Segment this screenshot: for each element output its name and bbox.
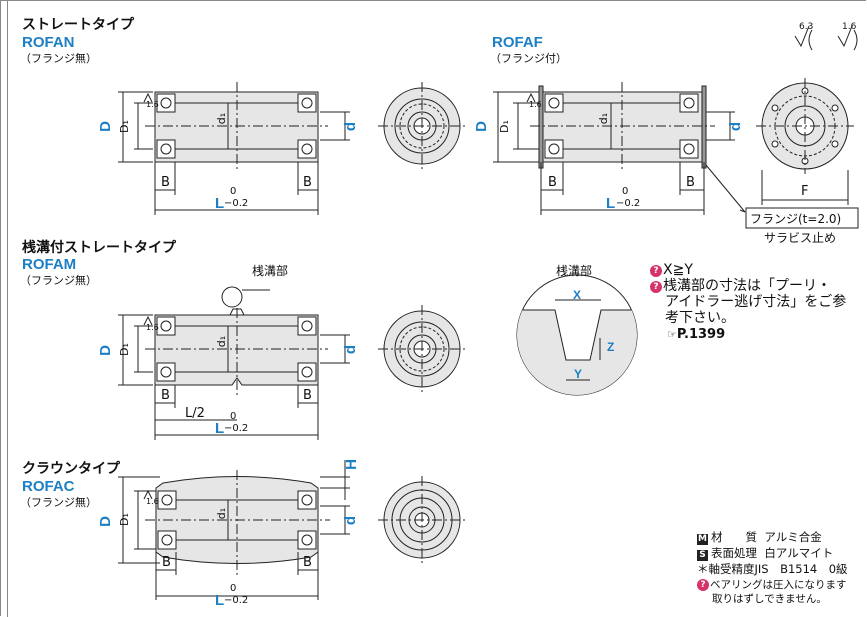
left-margin-line	[7, 0, 8, 617]
rofam-dim-d: d	[342, 344, 360, 355]
rofaf-side-view	[493, 82, 746, 215]
spec-press-1: ?ベアリングは圧入になります	[697, 578, 847, 592]
rofan-dim-L: L	[215, 195, 225, 212]
rofac-tol-upper: 0	[230, 583, 237, 594]
rofam-tol-lower: −0.2	[224, 423, 249, 434]
rofan-roughness-mark: 1.6	[146, 100, 159, 109]
rofac-note: （フランジ無）	[20, 496, 97, 509]
hint-icon: ?	[650, 265, 662, 277]
rofam-dim-L2: L/2	[185, 406, 205, 421]
rofaf-code: ROFAF	[492, 34, 543, 51]
rofam-tol-upper: 0	[230, 411, 237, 422]
rofaf-dim-D: D	[472, 121, 490, 132]
rofam-note: （フランジ無）	[20, 274, 97, 287]
rofaf-tol-upper: 0	[622, 186, 629, 197]
rofac-dim-d: d	[342, 515, 360, 526]
rofam-dim-D1: D₁	[117, 343, 131, 356]
rofam-roughness-mark: 1.6	[146, 323, 159, 332]
flange-label: フランジ(t=2.0)	[750, 212, 842, 226]
rofam-dim-L: L	[215, 420, 225, 437]
rofam-end-view	[378, 305, 466, 393]
groove-dim-X: X	[573, 288, 582, 302]
surface-icon: S	[697, 550, 708, 561]
rofac-roughness-mark: 1.6	[146, 497, 159, 506]
groove-part-label: 桟溝部	[252, 264, 289, 278]
hint-icon: ?	[650, 281, 662, 293]
rofac-dim-d1: d₁	[215, 507, 229, 520]
rofaf-dim-d: d	[727, 121, 745, 132]
rofaf-dim-B-right: B	[686, 175, 695, 190]
rofaf-dim-D1: D₁	[497, 120, 511, 133]
roughness-a: 6.3	[799, 22, 814, 32]
rofac-dim-D: D	[96, 516, 114, 527]
rofan-dim-D1: D₁	[117, 120, 131, 133]
crown-type-title: クラウンタイプ	[22, 461, 120, 477]
rofaf-roughness-mark: 1.6	[529, 100, 542, 109]
note-line-2: アイドラー逃げ寸法」をご参	[665, 294, 847, 310]
rofac-end-view	[378, 476, 466, 564]
rofac-dim-B-right: B	[303, 555, 312, 570]
rofaf-tol-lower: −0.2	[616, 198, 641, 209]
page-ref-icon: ☞	[667, 328, 677, 341]
material-icon: M	[697, 534, 708, 545]
rofac-side-view	[118, 460, 350, 600]
spec-press-2: 取りはずしできません。	[712, 593, 827, 605]
rofan-tol-upper: 0	[230, 186, 237, 197]
rofam-side-view	[118, 286, 350, 440]
groove-dim-Z: Z	[607, 340, 615, 354]
rofam-dim-D: D	[96, 345, 114, 356]
rofaf-note: （フランジ付）	[490, 52, 567, 65]
rofan-dim-B-right: B	[303, 175, 312, 190]
rofan-note: （フランジ無）	[20, 52, 97, 65]
rofan-dim-D: D	[96, 121, 114, 132]
groove-dim-Y: Y	[574, 367, 583, 381]
rofaf-dim-F: F	[801, 184, 809, 199]
rofac-dim-D1: D₁	[117, 513, 131, 526]
rofan-end-view	[378, 82, 466, 170]
groove-detail-view	[516, 274, 638, 396]
rofan-tol-lower: −0.2	[224, 198, 249, 209]
groove-type-title: 桟溝付ストレートタイプ	[22, 240, 176, 256]
hint-icon: ?	[697, 579, 709, 591]
page-reference[interactable]: ☞P.1399	[667, 327, 726, 342]
rofac-dim-L: L	[215, 592, 225, 609]
note-x-ge-y: ?X≧Y	[650, 262, 693, 278]
rofam-code: ROFAM	[22, 256, 77, 273]
rofan-side-view	[118, 82, 350, 215]
rofaf-dim-B-left: B	[548, 175, 557, 190]
groove-detail-title: 桟溝部	[556, 264, 593, 278]
rofam-dim-B-right: B	[303, 388, 312, 403]
rofan-dim-d1: d₁	[215, 112, 229, 125]
note-line-3: 考下さい。	[665, 310, 735, 326]
rofaf-dim-L: L	[606, 195, 616, 212]
rofam-dim-d1: d₁	[215, 335, 229, 348]
note-line-1: ?桟溝部の寸法は「プーリ・	[650, 278, 831, 294]
screw-label: サラビス止め	[764, 231, 837, 245]
rofaf-dim-d1: d₁	[597, 112, 611, 125]
rofac-dim-H: H	[342, 459, 360, 470]
rofac-dim-B-left: B	[162, 555, 171, 570]
rofac-code: ROFAC	[22, 478, 75, 495]
rofam-dim-B-left: B	[161, 388, 170, 403]
rofaf-end-view	[745, 78, 859, 229]
rofan-dim-B-left: B	[161, 175, 170, 190]
spec-bearing: ＊軸受精度JIS B1514 0級	[697, 562, 848, 576]
straight-type-title: ストレートタイプ	[22, 17, 134, 33]
surface-roughness-symbol	[794, 25, 858, 51]
rofan-dim-d: d	[342, 121, 360, 132]
rofan-code: ROFAN	[22, 34, 75, 51]
roughness-b: 1.6	[842, 22, 857, 32]
rofac-tol-lower: −0.2	[224, 595, 249, 606]
